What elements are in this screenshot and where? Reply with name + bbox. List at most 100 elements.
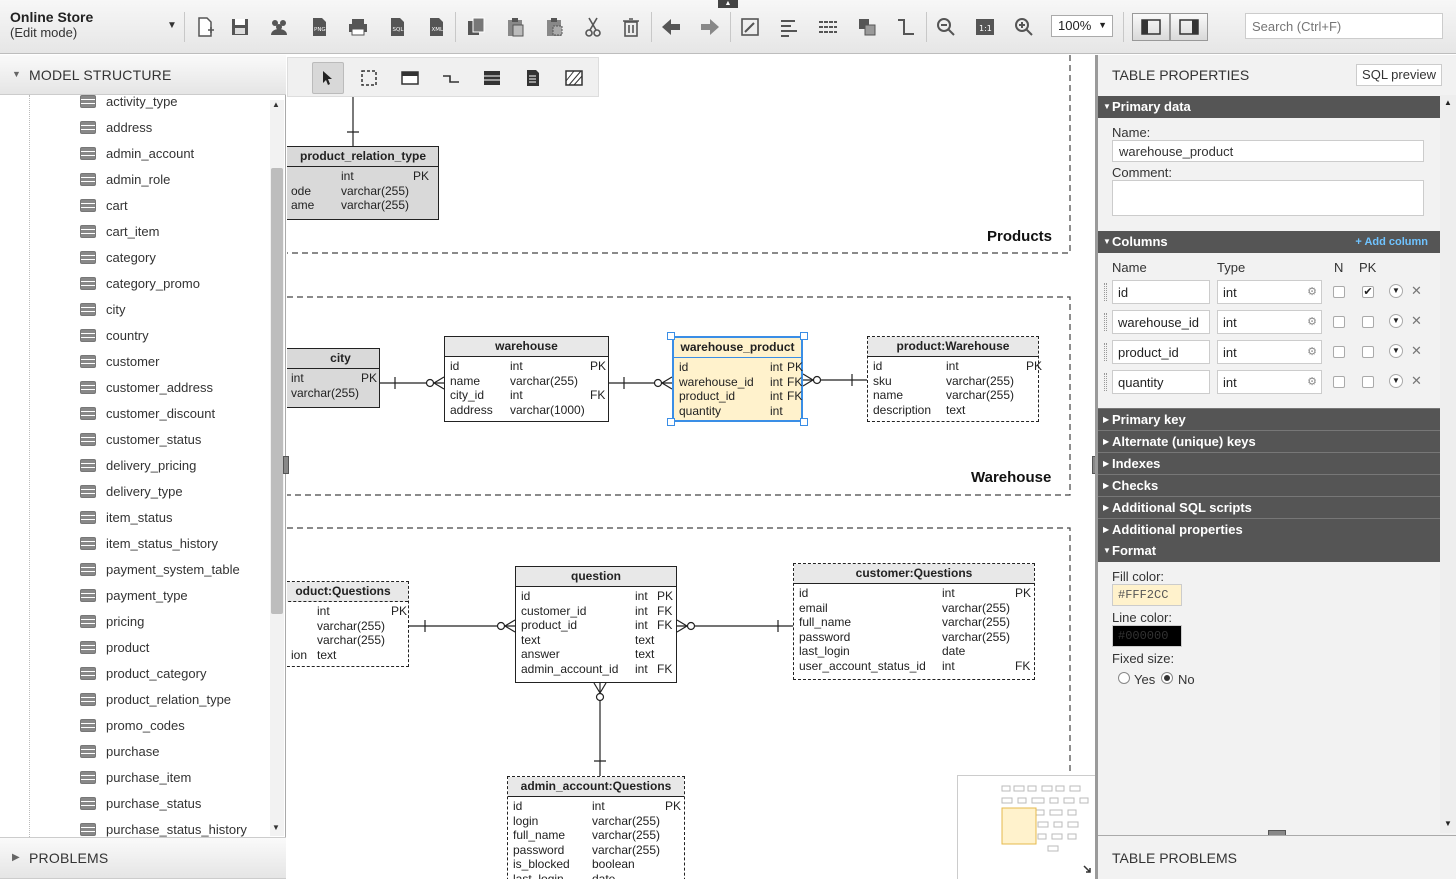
tree-item-table[interactable]: country <box>80 322 149 348</box>
tree-item-table[interactable]: admin_account <box>80 140 194 166</box>
line-style-icon[interactable] <box>893 14 919 40</box>
close-icon[interactable]: ✕ <box>1411 313 1422 328</box>
tree-item-table[interactable]: payment_system_table <box>80 556 240 582</box>
section-collapsed[interactable]: ▶Alternate (unique) keys <box>1098 430 1440 452</box>
nullable-checkbox[interactable] <box>1333 316 1345 328</box>
column-name-input[interactable]: product_id <box>1112 340 1210 364</box>
scroll-up-icon[interactable]: ▲ <box>1444 98 1452 107</box>
area-label-products[interactable]: Products <box>987 228 1053 245</box>
table-column-row[interactable]: varchar(255) <box>287 619 403 634</box>
undo-icon[interactable] <box>658 14 684 40</box>
close-icon[interactable]: ✕ <box>1411 283 1422 298</box>
tree-item-table[interactable]: purchase_status_history <box>80 816 247 837</box>
tree-item-table[interactable]: payment_type <box>80 582 188 608</box>
column-name-input[interactable]: id <box>1112 280 1210 304</box>
pk-checkbox[interactable]: ✔ <box>1362 286 1374 298</box>
tree-item-table[interactable]: purchase <box>80 738 159 764</box>
tree-item-table[interactable]: address <box>80 114 152 140</box>
cut-icon[interactable] <box>580 14 606 40</box>
table-name-input[interactable]: warehouse_product <box>1112 140 1424 162</box>
pk-checkbox[interactable] <box>1362 376 1374 388</box>
gear-icon[interactable]: ⚙ <box>1307 346 1317 358</box>
save-icon[interactable] <box>227 14 253 40</box>
copy-icon[interactable] <box>463 14 489 40</box>
tree-item-table[interactable]: category_promo <box>80 270 200 296</box>
chevron-down-icon[interactable]: ▼ <box>1389 374 1403 388</box>
pk-checkbox[interactable] <box>1362 316 1374 328</box>
add-view-icon[interactable] <box>476 62 508 94</box>
table-comment-textarea[interactable] <box>1112 180 1424 216</box>
collapse-toolbar-icon[interactable]: ▲ <box>718 0 738 8</box>
nullable-checkbox[interactable] <box>1333 286 1345 298</box>
toggle-left-panel-button[interactable] <box>1132 13 1170 41</box>
pk-checkbox[interactable] <box>1362 346 1374 358</box>
area-label-warehouse[interactable]: Warehouse <box>971 469 1052 486</box>
add-table-icon[interactable] <box>394 62 426 94</box>
distribute-icon[interactable] <box>815 14 841 40</box>
column-name-input[interactable]: quantity <box>1112 370 1210 394</box>
model-structure-header[interactable]: ▼ MODEL STRUCTURE <box>0 55 286 95</box>
tree-item-table[interactable]: product_relation_type <box>80 686 231 712</box>
tree-item-table[interactable]: item_status_history <box>80 530 218 556</box>
add-reference-icon[interactable] <box>435 62 467 94</box>
print-icon[interactable] <box>345 14 371 40</box>
section-columns[interactable]: ▼ Columns + Add column <box>1098 231 1440 253</box>
align-icon[interactable] <box>776 14 802 40</box>
add-note-icon[interactable] <box>517 62 549 94</box>
zoom-in-icon[interactable] <box>1011 14 1037 40</box>
tree-item-table[interactable]: pricing <box>80 608 144 634</box>
tree-item-table[interactable]: activity_type <box>80 95 178 114</box>
tree-item-table[interactable]: delivery_type <box>80 478 183 504</box>
tree-item-table[interactable]: city <box>80 296 126 322</box>
delete-icon[interactable] <box>618 14 644 40</box>
share-users-icon[interactable] <box>266 14 292 40</box>
tree-item-table[interactable]: purchase_item <box>80 764 191 790</box>
export-sql-icon[interactable]: SQL <box>384 14 410 40</box>
tree-item-table[interactable]: purchase_status <box>80 790 201 816</box>
add-area-icon[interactable] <box>558 62 590 94</box>
tree-item-table[interactable]: customer_status <box>80 426 201 452</box>
paste-icon[interactable] <box>502 14 528 40</box>
arrange-icon[interactable] <box>854 14 880 40</box>
select-pointer-icon[interactable] <box>312 62 344 94</box>
left-splitter-grip[interactable] <box>283 456 289 474</box>
drag-handle-icon[interactable] <box>1104 343 1107 361</box>
section-collapsed[interactable]: ▶Checks <box>1098 474 1440 496</box>
nullable-checkbox[interactable] <box>1333 346 1345 358</box>
close-icon[interactable]: ✕ <box>1411 343 1422 358</box>
tree-scrollbar[interactable]: ▲ ▼ <box>270 100 284 836</box>
zoom-actual-icon[interactable]: 1:1 <box>972 14 998 40</box>
paste-format-icon[interactable] <box>541 14 567 40</box>
scroll-down-icon[interactable]: ▼ <box>1444 819 1452 828</box>
column-name-input[interactable]: warehouse_id <box>1112 310 1210 334</box>
edit-icon[interactable] <box>737 14 763 40</box>
section-primary-data[interactable]: ▼ Primary data <box>1098 96 1440 118</box>
nullable-checkbox[interactable] <box>1333 376 1345 388</box>
resize-handle[interactable] <box>667 418 675 426</box>
